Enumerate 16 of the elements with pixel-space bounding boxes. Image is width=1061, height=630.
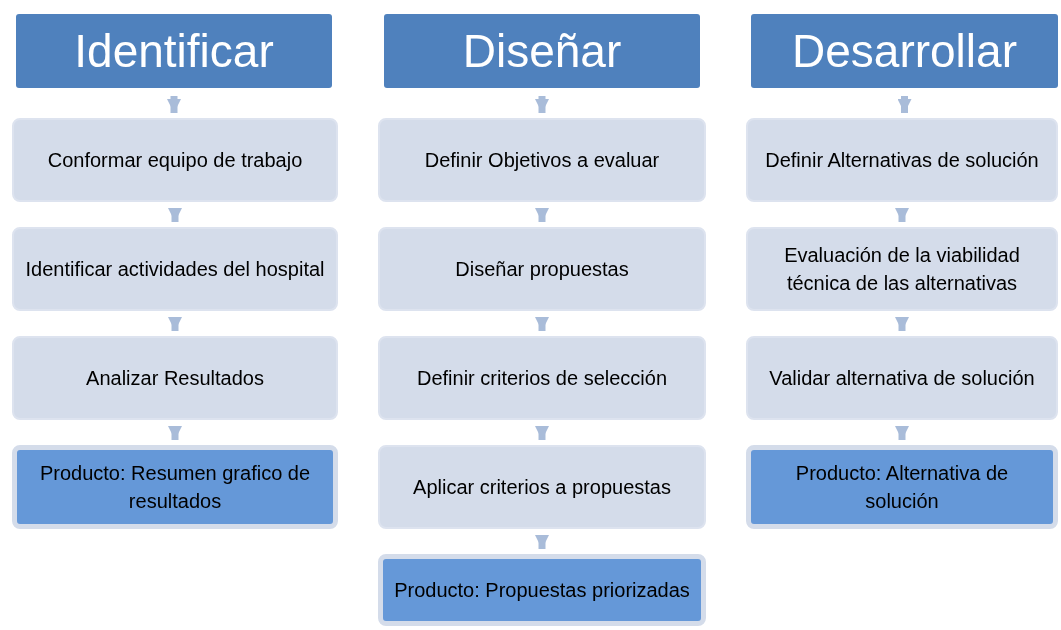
process-box: Definir criterios de selección bbox=[378, 336, 706, 420]
product-box: Producto: Alternativa de solución bbox=[746, 445, 1058, 529]
process-box: Aplicar criterios a propuestas bbox=[378, 445, 706, 529]
process-box: Evaluación de la viabilidad técnica de las alternativas bbox=[746, 227, 1058, 311]
process-box: Identificar actividades del hospital bbox=[12, 227, 338, 311]
process-box: Analizar Resultados bbox=[12, 336, 338, 420]
process-box: Definir Objetivos a evaluar bbox=[378, 118, 706, 202]
product-box: Producto: Propuestas priorizadas bbox=[378, 554, 706, 626]
phase-header: Desarrollar bbox=[751, 14, 1058, 88]
process-box: Conformar equipo de trabajo bbox=[12, 118, 338, 202]
phase-header: Identificar bbox=[16, 14, 332, 88]
process-box: Diseñar propuestas bbox=[378, 227, 706, 311]
phase-header: Diseñar bbox=[384, 14, 700, 88]
process-box: Validar alternativa de solución bbox=[746, 336, 1058, 420]
product-box: Producto: Resumen grafico de resultados bbox=[12, 445, 338, 529]
process-box: Definir Alternativas de solución bbox=[746, 118, 1058, 202]
